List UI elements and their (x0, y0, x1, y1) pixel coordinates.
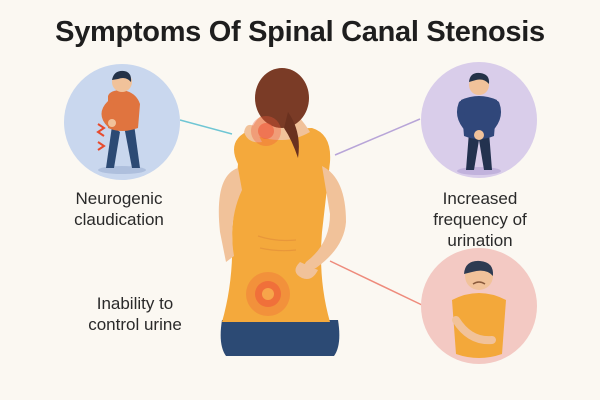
symptom-label-neurogenic-claudication: Neurogenic claudication (74, 189, 164, 229)
connector-line-left (179, 119, 233, 135)
connector-line-right (334, 118, 421, 156)
man-holding-legs-icon (64, 64, 180, 180)
symptom-label-urinary-incontinence: Inability to control urine (88, 294, 182, 334)
man-holding-groin-icon (421, 62, 537, 178)
woman-back-figure (218, 68, 346, 356)
man-holding-abdomen-icon (421, 248, 537, 364)
connector-line-bottom (329, 260, 423, 306)
symptom-label-increased-urination: Increased frequency of urination (433, 189, 527, 250)
page-title: Symptoms Of Spinal Canal Stenosis (55, 16, 545, 48)
